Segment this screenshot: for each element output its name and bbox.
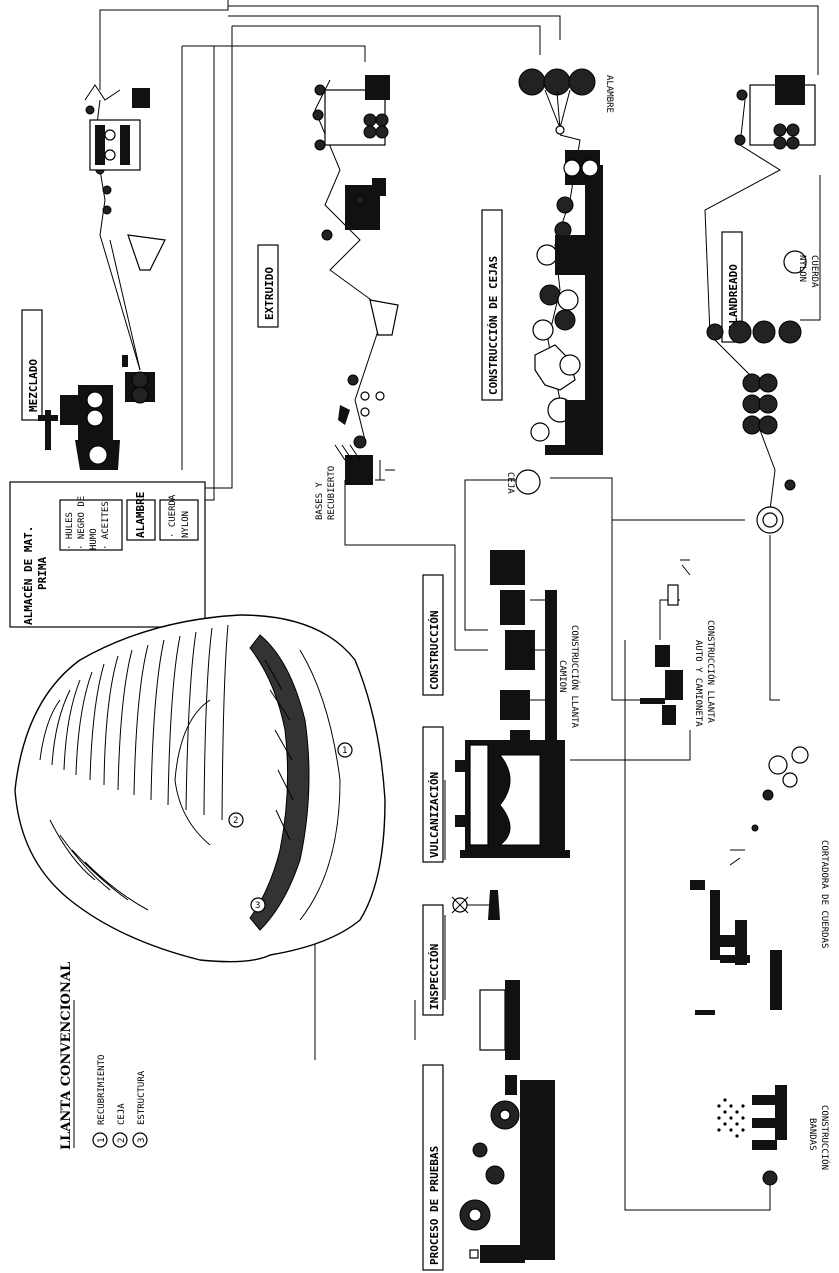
storage-title-line1: ALMACÉN DE MAT.	[22, 526, 35, 625]
belt-builder-icon	[717, 1085, 787, 1185]
legend-text-1: RECUBRIMIENTO	[97, 1055, 107, 1125]
label-cuerda: CUERDA	[809, 255, 819, 288]
label-bandas-2: BANDAS	[807, 1118, 817, 1151]
station-construccion: CONSTRUCCIÓN	[428, 611, 441, 690]
label-camion-2: CAMION	[557, 660, 567, 693]
vulcanizing-press-icon	[455, 740, 570, 858]
bead-builder-icon	[531, 135, 603, 455]
station-inspeccion: INSPECCIÓN	[428, 944, 441, 1010]
storage-title-line2: PRIMA	[36, 557, 49, 590]
station-extruido: EXTRUIDO	[263, 267, 276, 320]
extruder-line-1-icon	[85, 85, 165, 370]
svg-text:3: 3	[137, 1138, 147, 1143]
label-bandas-1: CONSTRUCCIÓN	[819, 1105, 831, 1170]
bases-stack-icon	[335, 445, 395, 485]
flow-lines	[100, 0, 820, 1210]
label-alambre: ALAMBRE	[604, 75, 614, 113]
tire-mark-1: 1	[342, 746, 347, 756]
label-bases: BASES Y	[315, 481, 325, 520]
tire-mark-2: 2	[233, 816, 238, 826]
legend-text-3: ESTRUCTURA	[137, 1070, 147, 1125]
bead-ring-icon	[516, 470, 540, 494]
station-proceso-pruebas: PROCESO DE PRUEBAS	[428, 1146, 441, 1265]
label-ceja: CEJA	[505, 472, 515, 494]
svg-text:2: 2	[117, 1138, 127, 1143]
tire-cross-section-icon	[15, 615, 385, 962]
truck-tire-builder-icon	[490, 550, 557, 755]
cord-cutter-icon	[690, 747, 808, 1015]
legend-title: LLANTA CONVENCIONAL	[59, 962, 74, 1150]
label-auto-2: AUTO Y CAMIONETA	[693, 640, 703, 727]
label-nylon: NYLON	[797, 255, 807, 282]
station-mezclado: MEZCLADO	[27, 359, 40, 412]
storage-item-humo: HUMO	[89, 528, 99, 550]
legend-item-2: 2 CEJA	[113, 1103, 127, 1147]
label-cortadora: CORTADORA DE CUERDAS	[819, 840, 829, 948]
svg-text:1: 1	[97, 1138, 107, 1143]
label-auto-1: CONSTRUCCIÓN LLANTA	[705, 620, 717, 724]
station-vulcanizacion: VULCANIZACIÓN	[428, 772, 441, 858]
storage-item-aceites: · ACEITES	[101, 501, 111, 550]
bead-rolls-icon	[519, 69, 595, 134]
car-tire-builder-icon	[640, 560, 690, 725]
label-recubierto: RECUBIERTO	[327, 466, 337, 520]
mixer-machine-icon	[38, 385, 120, 470]
legend-text-2: CEJA	[117, 1103, 127, 1125]
legend-item-3: 3 ESTRUCTURA	[133, 1070, 147, 1147]
storage-alambre: ALAMBRE	[134, 492, 147, 538]
label-camion-1: CONSTRUCCIÓN LLANTA	[569, 625, 581, 729]
storage-item-hules: · HULES	[65, 512, 75, 550]
legend-item-1: 1 RECUBRIMIENTO	[93, 1055, 107, 1147]
storage-item-negro: · NEGRO DE	[77, 496, 87, 550]
storage-nylon: NYLON	[181, 511, 191, 538]
storage-cuerda: · CUERDA	[168, 494, 178, 538]
testing-machine-icon	[460, 1075, 555, 1263]
tire-mark-3: 3	[255, 901, 260, 911]
station-construccion-cejas: CONSTRUCCIÓN DE CEJAS	[487, 256, 500, 395]
extruder-line-2-icon	[313, 75, 398, 448]
inspection-stand-icon	[452, 890, 520, 1060]
